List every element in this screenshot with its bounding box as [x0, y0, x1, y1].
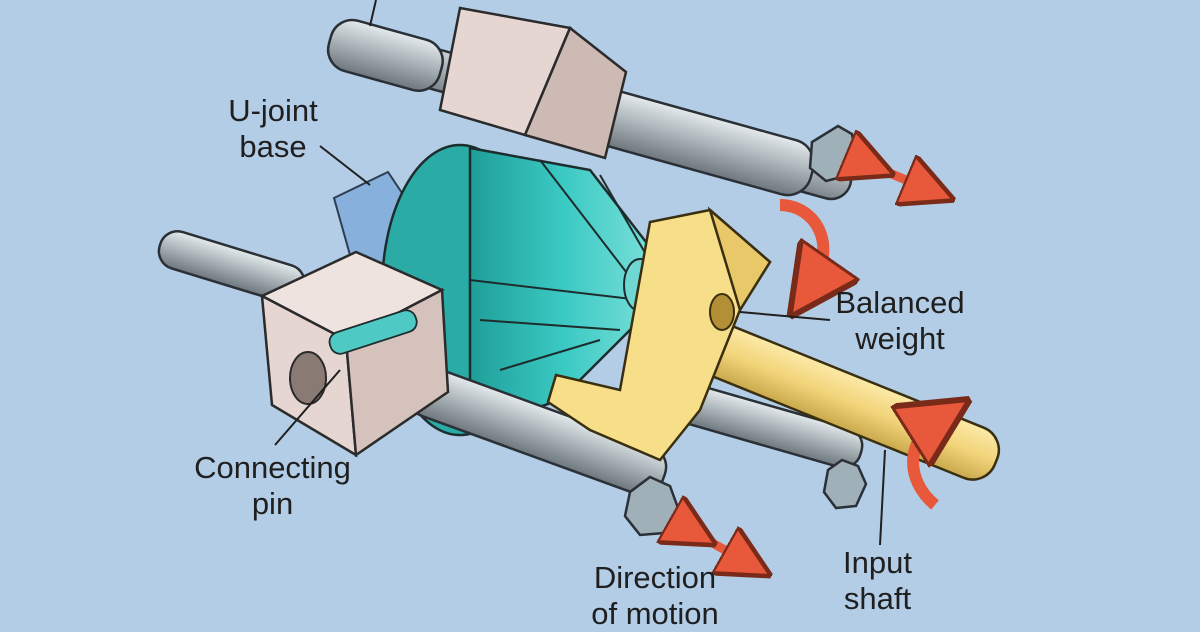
balanced-weight — [546, 206, 772, 462]
top-rod-end-nut-icon — [808, 124, 857, 183]
connecting-pin-hole — [289, 351, 327, 405]
label-direction-of-motion: Direction of motion — [575, 560, 735, 632]
rotation-arrow-icon-shaft — [913, 418, 940, 510]
label-connecting-pin-line1: Connecting — [194, 450, 351, 485]
rear-rod-end-nut-icon — [822, 458, 868, 510]
motion-arrow-icon-top — [870, 165, 930, 190]
leader-line-top — [369, 0, 377, 27]
label-balanced-weight: Balanced weight — [825, 285, 975, 357]
label-connecting-pin: Connecting pin — [180, 450, 365, 522]
label-direction-of-motion-line2: of motion — [591, 596, 719, 631]
label-u-joint-base-line1: U-joint — [228, 93, 318, 128]
top-sliding-block — [438, 6, 628, 160]
label-balanced-weight-line2: weight — [855, 321, 945, 356]
label-input-shaft: Input shaft — [820, 545, 935, 617]
leader-line-connecting-pin — [274, 369, 341, 446]
balanced-weight-hole — [709, 293, 735, 331]
left-sliding-block — [259, 250, 450, 458]
leader-line-input-shaft — [879, 449, 886, 546]
rotation-arrow-icon-weight — [779, 199, 823, 288]
label-u-joint-base-line2: base — [239, 129, 307, 164]
label-u-joint-base: U-joint base — [208, 93, 338, 165]
connecting-pin — [328, 309, 418, 355]
leader-line-u-joint-base — [319, 145, 371, 186]
label-input-shaft-line1: Input — [843, 545, 912, 580]
label-input-shaft-line2: shaft — [843, 581, 912, 616]
leader-line-balanced-weight — [739, 311, 831, 321]
motion-arrow-icon-bottom — [693, 532, 748, 563]
label-balanced-weight-line1: Balanced — [835, 285, 965, 320]
label-direction-of-motion-line1: Direction — [593, 560, 717, 595]
label-connecting-pin-line2: pin — [251, 486, 294, 521]
